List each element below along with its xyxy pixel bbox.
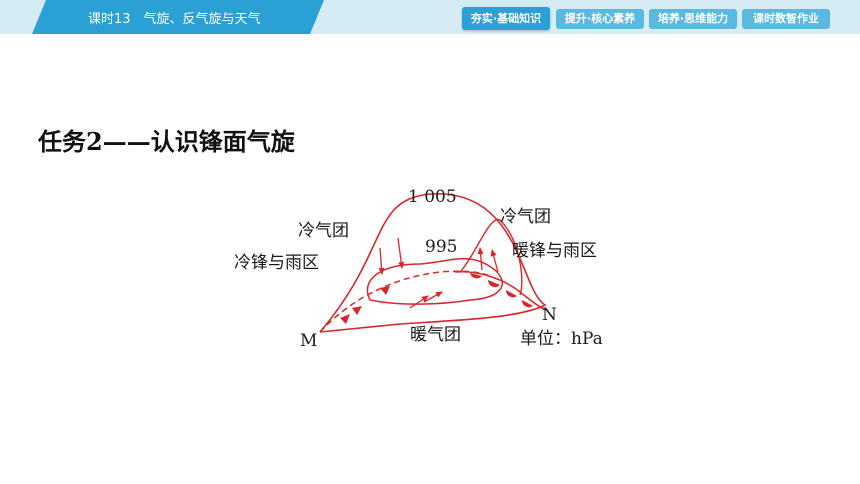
isobar-1005-label: 1 005 xyxy=(408,187,457,207)
warm-front-semicircle xyxy=(505,290,517,298)
cold-air-mass-right-label: 冷气团 xyxy=(500,207,551,227)
lesson-title: 课时13 气旋、反气旋与天气 xyxy=(88,12,261,27)
cold-air-mass-left-label: 冷气团 xyxy=(298,221,349,241)
isobar-right-loop xyxy=(459,218,523,296)
warm-air-mass-label: 暖气团 xyxy=(410,325,461,345)
warm-front-semicircle xyxy=(521,300,533,308)
cold-front-triangle xyxy=(340,314,350,324)
isobar-995-label: 995 xyxy=(425,237,457,257)
isobar-1005 xyxy=(319,193,547,333)
isobar-995 xyxy=(366,257,504,305)
nav-tab-basic-knowledge[interactable]: 夯实·基础知识 xyxy=(462,7,550,30)
nav-tab-thinking-ability[interactable]: 培养·思维能力 xyxy=(649,9,737,29)
cyclone-diagram-svg: 1 005 995 冷气团 冷气团 冷锋与雨区 暖锋与雨区 暖气团 M N 单位… xyxy=(234,187,603,351)
warm-front-semicircle xyxy=(487,280,500,288)
cold-air-arrow xyxy=(397,237,405,269)
lesson-tab-background xyxy=(32,0,324,34)
warm-front-line xyxy=(454,271,546,311)
unit-label: 单位：hPa xyxy=(520,329,603,349)
cold-front-rain-label: 冷锋与雨区 xyxy=(234,253,319,273)
point-n-label: N xyxy=(542,305,557,325)
task-title: 任务2——认识锋面气旋 xyxy=(38,127,295,156)
nav-tab-homework[interactable]: 课时数智作业 xyxy=(742,9,830,29)
cold-front-triangle xyxy=(352,306,362,315)
convergence-arrow xyxy=(490,249,499,273)
warm-air-arrow xyxy=(423,291,443,303)
cold-air-arrow xyxy=(378,247,385,275)
nav-tab-core-literacy[interactable]: 提升·核心素养 xyxy=(556,9,644,29)
frontal-cyclone-diagram: 1 005 995 冷气团 冷气团 冷锋与雨区 暖锋与雨区 暖气团 M N 单位… xyxy=(220,180,640,351)
point-m-label: M xyxy=(300,331,317,350)
top-header-bar: 课时13 气旋、反气旋与天气 夯实·基础知识 提升·核心素养 培养·思维能力 课… xyxy=(0,0,860,34)
lesson-tab: 课时13 气旋、反气旋与天气 xyxy=(32,0,324,34)
convergence-arrow xyxy=(477,247,484,271)
warm-front-rain-label: 暖锋与雨区 xyxy=(512,241,597,261)
warm-air-arrow xyxy=(409,295,429,309)
cold-front-triangle xyxy=(380,286,390,295)
warm-front-semicircle xyxy=(470,273,482,279)
